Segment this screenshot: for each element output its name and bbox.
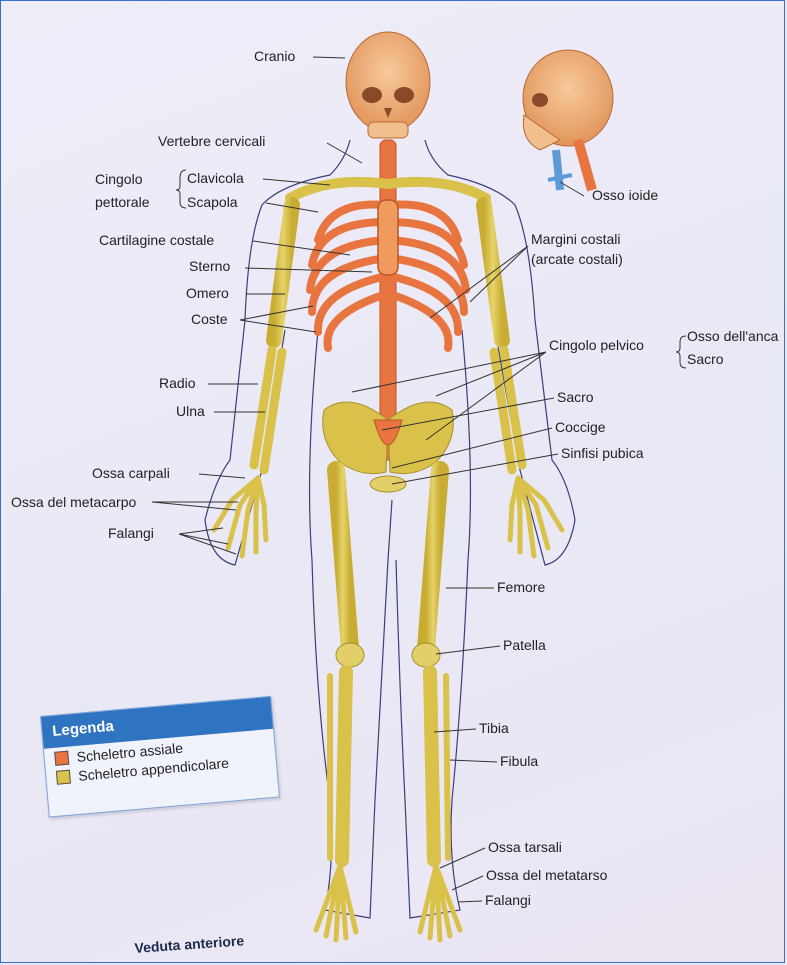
feet bbox=[316, 866, 460, 940]
label-fibula: Fibula bbox=[500, 753, 538, 769]
label-sterno: Sterno bbox=[189, 258, 230, 274]
legs bbox=[330, 470, 448, 860]
label-vertebre-cervicali: Vertebre cervicali bbox=[158, 133, 265, 149]
label-patella: Patella bbox=[503, 637, 546, 653]
label-margini-costali: Margini costali bbox=[531, 231, 620, 247]
swatch-appendicular bbox=[56, 770, 71, 785]
label-coste: Coste bbox=[191, 311, 228, 327]
label-sacro: Sacro bbox=[557, 389, 594, 405]
label-cingolo: Cingolo bbox=[95, 171, 143, 187]
skull bbox=[346, 32, 430, 138]
label-pettorale: pettorale bbox=[95, 194, 150, 210]
label-sacro-brace: Sacro bbox=[687, 351, 724, 367]
pelvic-brace bbox=[676, 336, 686, 368]
label-osso-anca: Osso dell'anca bbox=[687, 328, 779, 344]
label-falangi-piede: Falangi bbox=[485, 892, 531, 908]
label-radio: Radio bbox=[159, 375, 196, 391]
label-omero: Omero bbox=[186, 285, 229, 301]
pectoral-brace bbox=[176, 170, 186, 208]
label-osso-ioide: Osso ioide bbox=[592, 187, 658, 203]
side-skull bbox=[523, 50, 613, 190]
label-cranio: Cranio bbox=[254, 48, 295, 64]
label-ossa-metatarso: Ossa del metatarso bbox=[486, 867, 608, 883]
label-coccige: Coccige bbox=[555, 419, 606, 435]
label-arcate-costali: (arcate costali) bbox=[531, 251, 623, 267]
legend-box: Legenda Scheletro assiale Scheletro appe… bbox=[40, 696, 280, 818]
label-falangi-mano: Falangi bbox=[108, 525, 154, 541]
label-ossa-metacarpo: Ossa del metacarpo bbox=[11, 494, 136, 510]
label-scapola: Scapola bbox=[187, 194, 238, 210]
label-cingolo-pelvico: Cingolo pelvico bbox=[549, 337, 644, 353]
label-ossa-tarsali: Ossa tarsali bbox=[488, 839, 562, 855]
label-clavicola: Clavicola bbox=[187, 170, 244, 186]
label-tibia: Tibia bbox=[479, 720, 509, 736]
label-femore: Femore bbox=[497, 579, 545, 595]
label-cartilagine-costale: Cartilagine costale bbox=[99, 232, 214, 248]
label-ossa-carpali: Ossa carpali bbox=[92, 465, 170, 481]
swatch-axial bbox=[54, 751, 69, 766]
label-ulna: Ulna bbox=[176, 403, 205, 419]
label-sinfisi-pubica: Sinfisi pubica bbox=[561, 445, 644, 461]
